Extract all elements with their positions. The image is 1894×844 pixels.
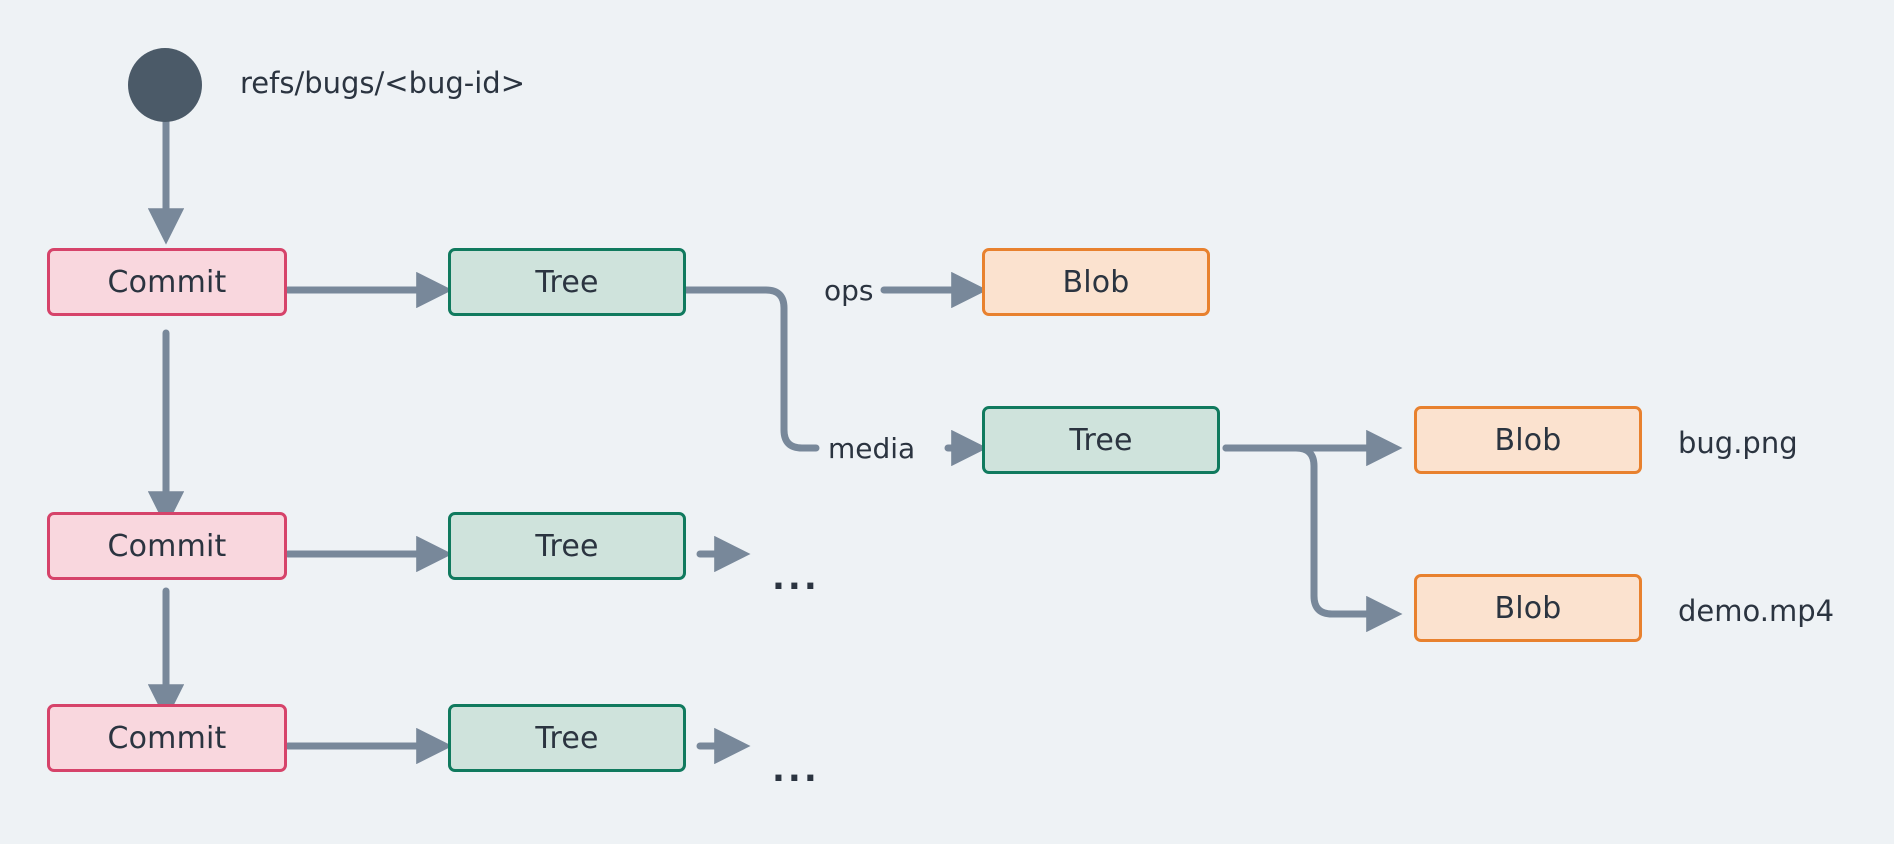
edge-label-ops: ops	[824, 274, 874, 307]
node-commit-3[interactable]: Commit	[47, 704, 287, 772]
ref-root-circle[interactable]	[128, 48, 202, 122]
edge-label-media: media	[828, 432, 916, 465]
file-label-bug-png: bug.png	[1678, 426, 1798, 460]
edge-tree1-to-media-branch	[696, 286, 820, 452]
ellipsis-tree-2: ...	[772, 558, 820, 598]
node-commit-2[interactable]: Commit	[47, 512, 287, 580]
node-blob-png[interactable]: Blob	[1414, 406, 1642, 474]
node-tree-3[interactable]: Tree	[448, 704, 686, 772]
ellipsis-tree-3: ...	[772, 750, 820, 790]
ref-label: refs/bugs/<bug-id>	[240, 66, 526, 100]
edge-treemedia-to-blob-mp4	[1222, 444, 1403, 633]
node-blob-ops[interactable]: Blob	[982, 248, 1210, 316]
node-tree-media[interactable]: Tree	[982, 406, 1220, 474]
node-commit-1[interactable]: Commit	[47, 248, 287, 316]
node-blob-mp4[interactable]: Blob	[1414, 574, 1642, 642]
file-label-demo-mp4: demo.mp4	[1678, 594, 1835, 628]
node-tree-2[interactable]: Tree	[448, 512, 686, 580]
node-tree-1[interactable]: Tree	[448, 248, 686, 316]
